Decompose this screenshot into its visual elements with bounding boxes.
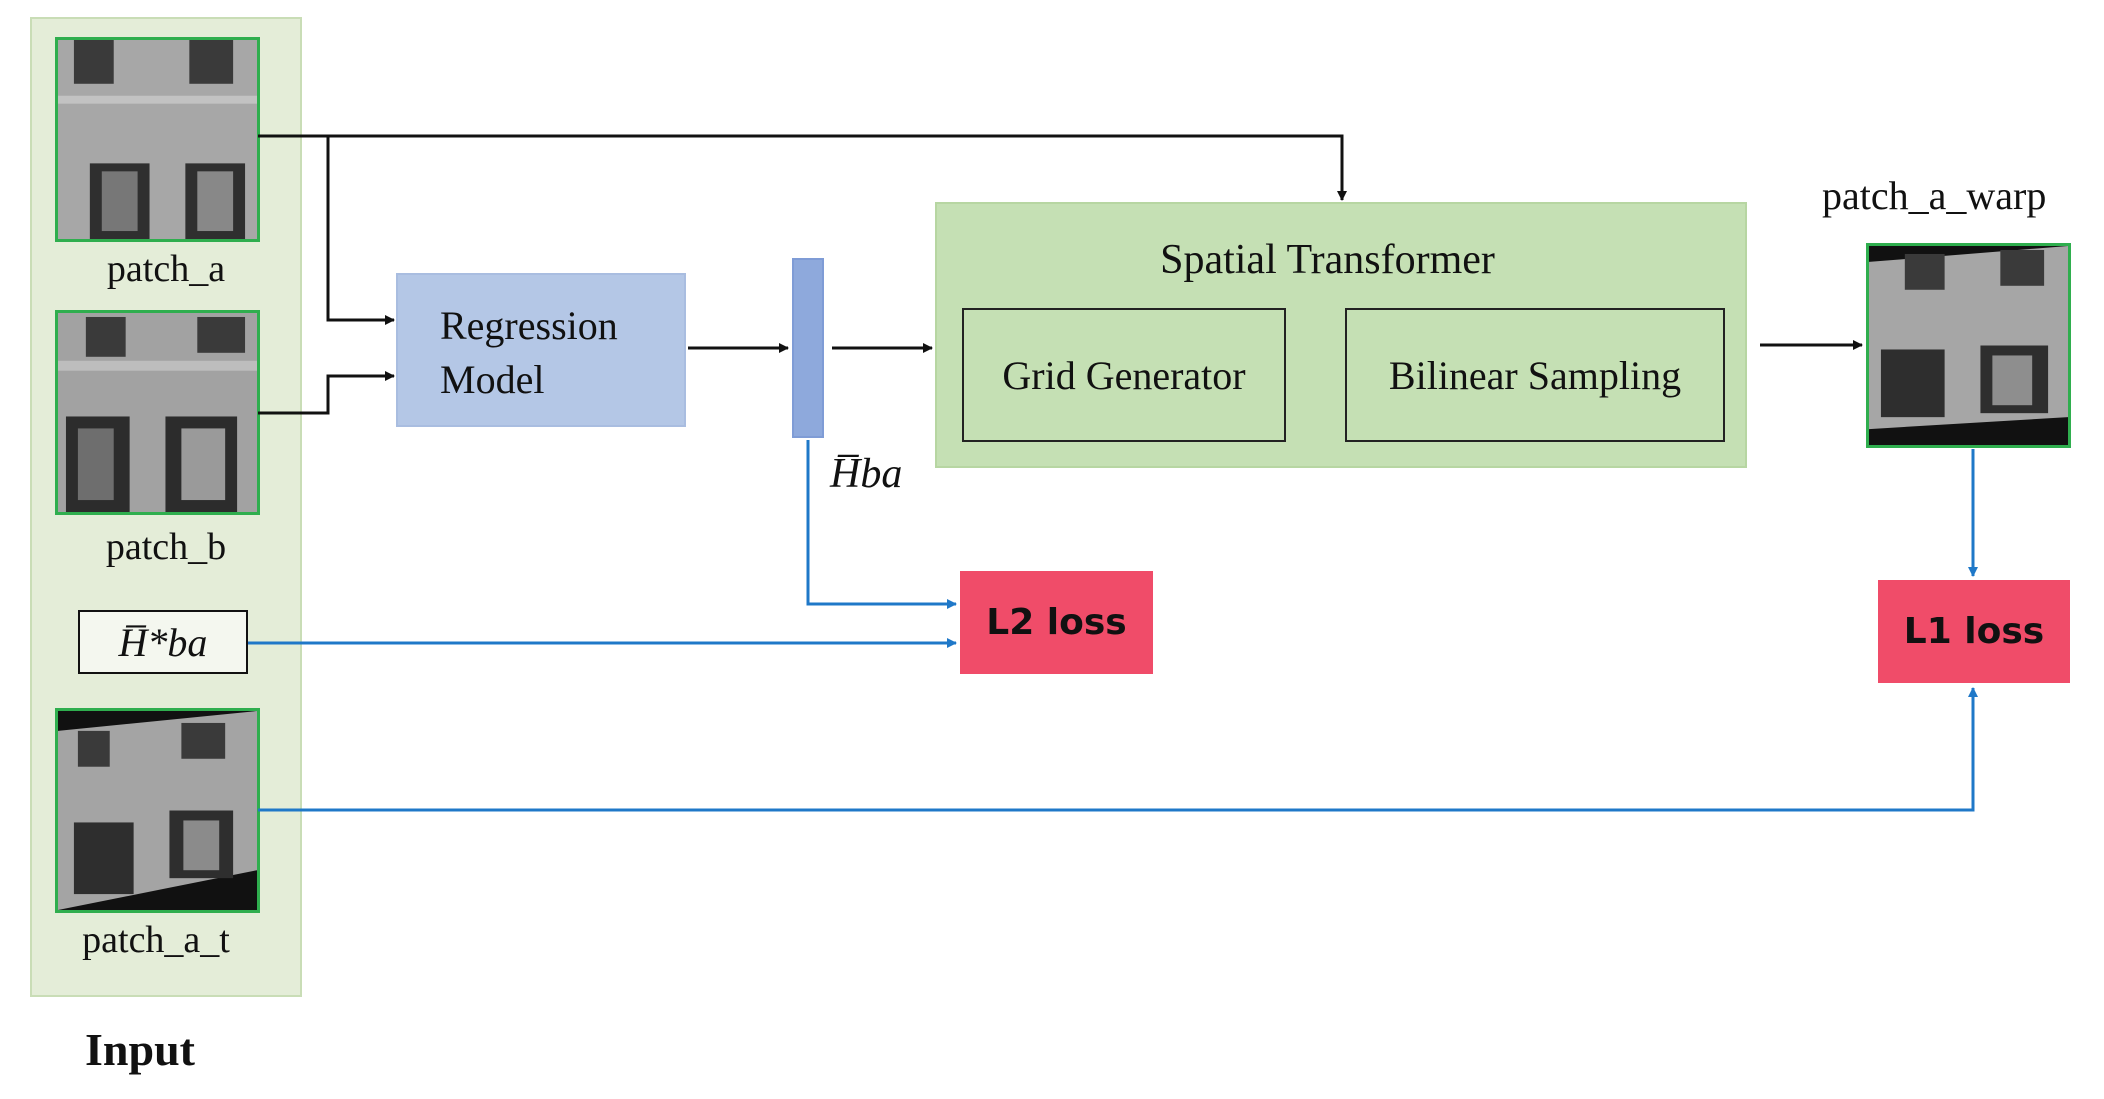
patch-a-t-image [55, 708, 260, 913]
l2-loss-label: L2 loss [986, 602, 1127, 643]
homography-vector [792, 258, 824, 438]
regression-label-line1: Regression [440, 303, 618, 348]
patch-a-t-caption: patch_a_t [82, 919, 230, 961]
h-bar-label: H̅ba [830, 451, 903, 497]
patch-b-caption: patch_b [105, 526, 227, 568]
l1-loss-box: L1 loss [1878, 580, 2070, 683]
regression-label-line2: Model [440, 357, 545, 402]
grid-generator-box: Grid Generator [962, 308, 1286, 442]
regression-model-box: Regression Model [396, 273, 686, 427]
input-title: Input [85, 1024, 195, 1075]
arrow-patch-a-t-to-l1 [258, 687, 1978, 812]
patch-a-caption: patch_a [106, 248, 226, 290]
l2-loss-box: L2 loss [960, 571, 1153, 674]
spatial-transformer-title: Spatial Transformer [1160, 237, 1495, 283]
arrow-patch-a-to-regression [326, 136, 395, 325]
patch-b-image [55, 310, 260, 515]
arrow-patch-a-to-transformer [258, 134, 1347, 201]
spatial-transformer-box [935, 202, 1747, 468]
patch-a-image [55, 37, 260, 242]
h-star-label-box: H̅*ba [78, 610, 248, 674]
grid-generator-label: Grid Generator [1002, 352, 1246, 398]
patch-a-warp-image [1866, 243, 2071, 448]
l1-loss-label: L1 loss [1903, 611, 2045, 652]
bilinear-sampling-box: Bilinear Sampling [1345, 308, 1725, 442]
patch-a-warp-caption: patch_a_warp [1822, 173, 2047, 218]
bilinear-sampling-label: Bilinear Sampling [1388, 352, 1682, 398]
h-star-label: H̅*ba [118, 619, 208, 665]
